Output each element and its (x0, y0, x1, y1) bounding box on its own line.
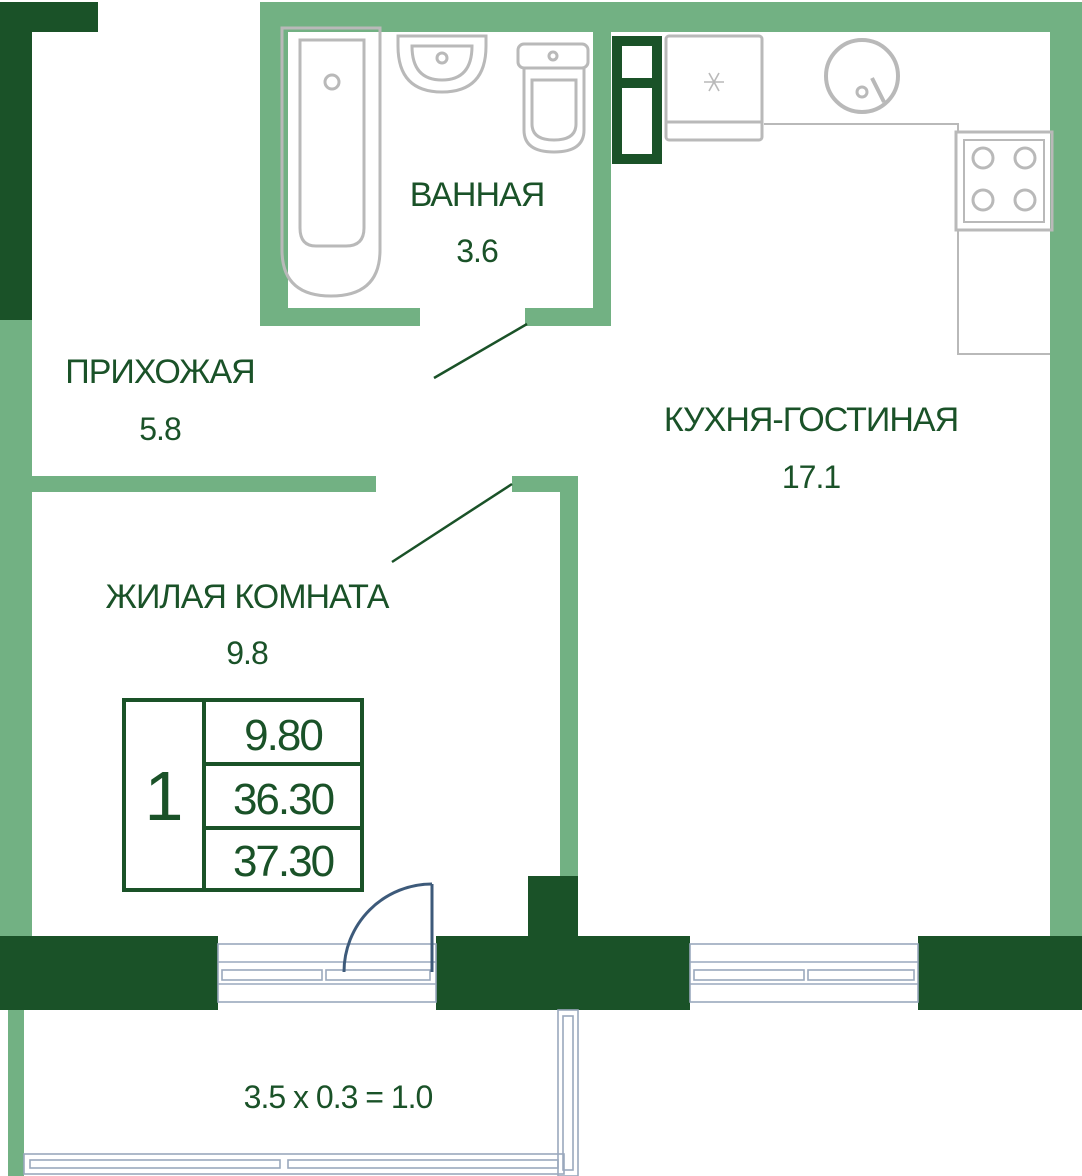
door-swing-icon (342, 882, 434, 973)
walls-dark (0, 2, 1082, 1010)
ventilation-shaft-inner-2 (622, 88, 652, 154)
kitchen-living-name: КУХНЯ-ГОСТИНАЯ (664, 401, 958, 439)
window-right (689, 943, 919, 1003)
living-area-value: 9.80 (244, 711, 322, 760)
hallway-area: 5.8 (139, 411, 181, 447)
washbasin-icon (396, 34, 488, 94)
area-with-balcony-value: 37.30 (233, 837, 334, 886)
balcony-formula: 3.5 x 0.3 = 1.0 (244, 1079, 433, 1115)
area-summary-table (122, 698, 364, 892)
toilet-icon (516, 42, 590, 154)
fridge-icon (664, 34, 764, 142)
total-area-value: 36.30 (233, 775, 334, 824)
stove-icon (954, 130, 1054, 232)
bathroom-door-swing (433, 322, 528, 380)
balcony-glazing (23, 1009, 579, 1176)
living-room-area: 9.8 (226, 635, 268, 671)
bathroom-name: ВАННАЯ (410, 176, 545, 214)
living-room-name: ЖИЛАЯ КОМНАТА (106, 578, 390, 616)
living-room-door-swing (391, 482, 513, 564)
ventilation-shaft-inner (622, 46, 652, 78)
bathtub-icon (280, 26, 382, 298)
rooms-count: 1 (145, 757, 184, 835)
window-left (217, 943, 437, 1003)
bathroom-area: 3.6 (456, 233, 498, 269)
kitchen-counter (764, 123, 1050, 355)
kitchen-living-area: 17.1 (782, 459, 840, 495)
hallway-name: ПРИХОЖАЯ (65, 353, 254, 391)
kitchen-sink-icon (824, 38, 900, 114)
